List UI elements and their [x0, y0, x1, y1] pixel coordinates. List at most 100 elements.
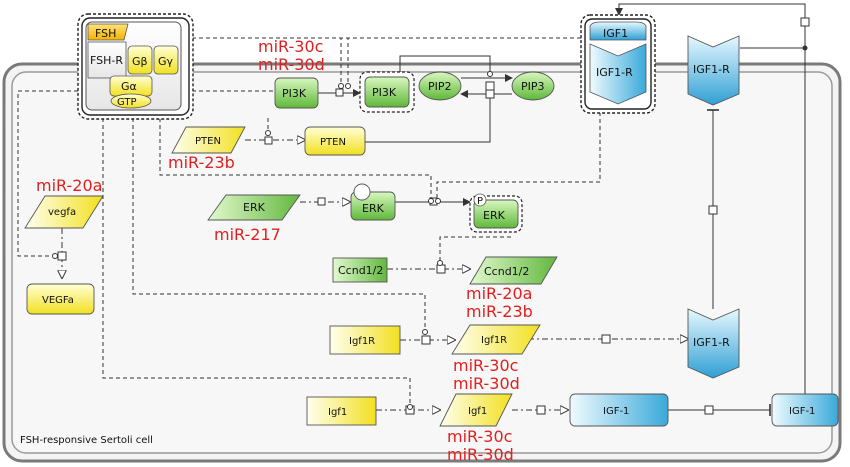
modulation-node	[407, 404, 413, 410]
process-node	[704, 405, 714, 415]
modulation-node	[265, 130, 271, 136]
fsh-receptor-complex[interactable]: FSH FSH-R Gβ Gγ Gα GTP	[77, 13, 194, 120]
edge-igf1-binding	[615, 3, 806, 394]
igf1r-mrna-label: Igf1R	[481, 335, 507, 346]
pten-node[interactable]: PTEN	[304, 126, 366, 156]
mirna-label: miR-30d	[447, 445, 514, 464]
pi3k-b-label: PI3K	[372, 86, 397, 99]
process-node	[436, 264, 446, 274]
modulation-node	[437, 260, 443, 266]
mirna-label: miR-30c	[447, 427, 512, 446]
modulation-node	[428, 198, 434, 204]
igf1-mrna-label: Igf1	[468, 406, 487, 417]
igf1-protein-label: IGF-1	[603, 406, 629, 417]
igf1r-gene-node[interactable]: Igf1R	[329, 325, 401, 355]
g-alpha-label: Gα	[121, 80, 137, 93]
igf1-extracellular-node[interactable]: IGF-1	[771, 393, 839, 427]
edge-igf-erk	[436, 112, 601, 198]
phospho-label: P	[477, 196, 483, 207]
mirna-label: miR-30c	[453, 356, 518, 375]
edge-fsh-igf1	[102, 118, 411, 407]
igf1-mrna-node[interactable]: Igf1	[439, 393, 513, 427]
erk-gene-label: ERK	[243, 201, 266, 214]
vegfa-node[interactable]: VEGFa	[26, 283, 95, 315]
igf1-protein-node[interactable]: IGF-1	[569, 393, 669, 427]
vegfa-gene-node[interactable]: vegfa	[24, 195, 104, 229]
mirna-label: miR-30d	[258, 55, 325, 74]
mirna-label: miR-30d	[453, 374, 520, 393]
modulation-node	[338, 83, 344, 89]
process-node	[335, 88, 344, 97]
mirna-label: miR-20a	[466, 284, 532, 303]
igf1r-complex-label: IGF1-R	[596, 66, 633, 79]
fsh-ligand	[87, 23, 129, 41]
process-node	[800, 17, 810, 27]
modulation-node	[52, 253, 58, 259]
erk-p-label: ERK	[483, 209, 506, 222]
igf1r-top-label: IGF1-R	[693, 63, 730, 76]
vegfa-label: VEGFa	[42, 295, 74, 306]
erk-node[interactable]: ERK	[350, 183, 396, 221]
pip3-node[interactable]: PIP3	[511, 71, 555, 101]
pi3k-node-a[interactable]: PI3K	[274, 77, 319, 109]
pten-gene-label: PTEN	[195, 136, 221, 147]
igf1r-top-node[interactable]: IGF1-R	[687, 35, 740, 106]
igf1r-gene-label: Igf1R	[349, 336, 375, 347]
process-node	[317, 197, 326, 206]
modulation-node	[435, 198, 441, 204]
ccnd-mrna-label: Ccnd1/2	[484, 265, 529, 278]
igf1r-bottom-node[interactable]: IGF1-R	[687, 308, 740, 379]
ccnd-gene-label: Ccnd1/2	[338, 264, 383, 277]
edge-pten-cat	[365, 98, 491, 143]
pten-label: PTEN	[320, 137, 346, 148]
mirna-label: miR-20a	[36, 176, 102, 195]
pip2-label: PIP2	[428, 80, 452, 93]
edge-erk-ccnd	[439, 236, 511, 263]
junction-dot	[802, 45, 808, 51]
vegfa-gene-label: vegfa	[48, 207, 76, 218]
g-beta-label: Gβ	[132, 55, 148, 68]
phospho-site	[473, 193, 487, 207]
igf1-gene-node[interactable]: Igf1	[306, 396, 377, 426]
erk-phospho-node[interactable]: P ERK	[469, 193, 523, 233]
erk-gene-node[interactable]: ERK	[207, 194, 301, 221]
igf1-receptor-complex[interactable]: IGF1 IGF1-R	[580, 14, 656, 114]
igf1-ligand-label: IGF1	[603, 27, 628, 40]
process-node	[264, 136, 273, 145]
igf1-extracellular-label: IGF-1	[789, 406, 815, 417]
ccnd-gene-node[interactable]: Ccnd1/2	[332, 257, 388, 283]
edge-fsh-vegfa	[17, 90, 78, 257]
edge-pi3k-cat	[399, 55, 491, 73]
pi3k-node-b[interactable]: PI3K	[359, 71, 415, 113]
pip3-label: PIP3	[521, 80, 545, 93]
g-gamma-label: Gγ	[158, 55, 174, 68]
cell-label: FSH-responsive Sertoli cell	[20, 435, 153, 446]
process-node	[601, 334, 611, 344]
ccnd-mrna-node[interactable]: Ccnd1/2	[469, 256, 558, 285]
modulation-node	[422, 329, 428, 335]
mirna-label: miR-23b	[466, 302, 533, 321]
edge-fsh-erk	[159, 118, 432, 198]
catalysis-node	[487, 71, 493, 77]
fsh-label: FSH	[95, 27, 116, 40]
pip2-node[interactable]: PIP2	[418, 71, 462, 101]
igf1r-mrna-node[interactable]: Igf1R	[451, 324, 541, 355]
process-node	[708, 205, 718, 215]
edge-fsh-igf1r	[132, 118, 426, 332]
mirna-label: miR-23b	[168, 153, 235, 172]
fshr-label: FSH-R	[90, 54, 123, 67]
mirna-labels: miR-30c miR-30d miR-23b miR-20a miR-217 …	[36, 37, 533, 464]
process-node	[485, 89, 495, 99]
gtp-label: GTP	[117, 97, 137, 108]
process-node	[57, 251, 67, 261]
process-node	[421, 335, 431, 345]
pi3k-a-label: PI3K	[282, 87, 307, 100]
modulation-node	[345, 83, 351, 89]
process-glyphs	[52, 17, 810, 415]
pten-gene-node[interactable]: PTEN	[171, 126, 246, 154]
process-node	[536, 405, 546, 415]
igf1r-bottom-label: IGF1-R	[693, 336, 730, 349]
mirna-label: miR-217	[214, 225, 281, 244]
